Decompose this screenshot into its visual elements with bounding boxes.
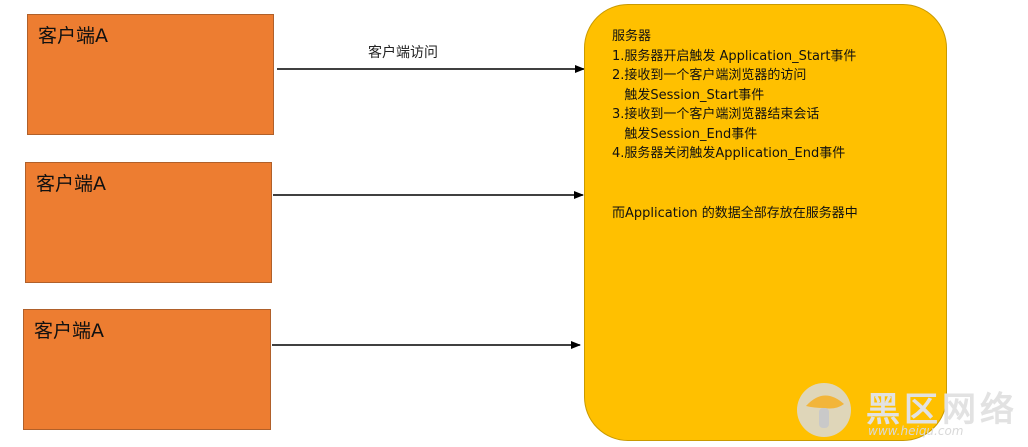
client-label: 客户端A <box>34 320 104 342</box>
server-line-5: 触发Session_End事件 <box>612 126 758 142</box>
watermark: 黑区网络 www.heiqu.com <box>796 380 1022 442</box>
client-box-1: 客户端A <box>27 14 274 135</box>
client-box-3: 客户端A <box>23 309 271 430</box>
server-line-6: 4.服务器关闭触发Application_End事件 <box>612 146 846 161</box>
client-label: 客户端A <box>38 25 108 47</box>
watermark-url: www.heiqu.com <box>868 424 964 438</box>
client-label: 客户端A <box>36 173 106 195</box>
server-line-2: 2.接收到一个客户端浏览器的访问 <box>612 68 807 83</box>
server-note: 而Application 的数据全部存放在服务器中 <box>612 206 858 221</box>
server-line-3: 触发Session_Start事件 <box>612 87 765 103</box>
mushroom-logo-icon <box>797 383 851 437</box>
arrow-label: 客户端访问 <box>368 45 438 61</box>
client-box-2: 客户端A <box>25 162 272 283</box>
server-text: 服务器 1.服务器开启触发 Application_Start事件 2.接收到一… <box>612 27 856 164</box>
server-title: 服务器 <box>612 29 652 44</box>
server-box: 服务器 1.服务器开启触发 Application_Start事件 2.接收到一… <box>584 4 947 441</box>
watermark-text: 黑区网络 <box>866 390 1018 430</box>
server-line-1: 1.服务器开启触发 Application_Start事件 <box>612 48 857 64</box>
server-line-4: 3.接收到一个客户端浏览器结束会话 <box>612 107 820 122</box>
